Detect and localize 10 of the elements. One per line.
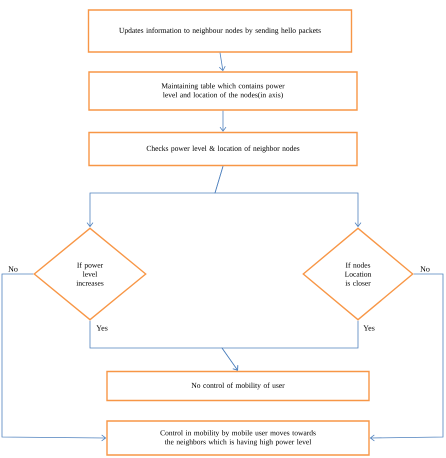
edge-label: Yes bbox=[362, 324, 376, 332]
arrow bbox=[220, 110, 226, 132]
edge-label: No bbox=[419, 265, 431, 273]
arrow bbox=[214, 166, 362, 228]
arrow bbox=[2, 274, 106, 442]
arrow bbox=[370, 274, 444, 442]
edge-label: Yes bbox=[95, 324, 109, 332]
arrow bbox=[221, 320, 358, 371]
arrow bbox=[218, 52, 226, 72]
edge-label: No bbox=[7, 265, 19, 273]
